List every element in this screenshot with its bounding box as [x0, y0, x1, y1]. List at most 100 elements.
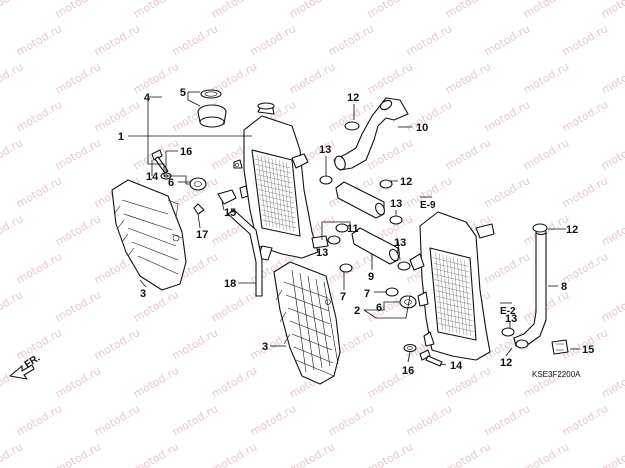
callout-13-left: 13: [316, 247, 328, 259]
callout-7-left: 7: [340, 291, 346, 303]
watermark-text: motod.ru: [209, 0, 259, 21]
watermark-text: motod.ru: [0, 212, 25, 248]
water-pipe-9: [351, 227, 399, 265]
watermark-text: motod.ru: [560, 22, 610, 58]
watermark-text: motod.ru: [0, 440, 25, 468]
callout-15-upper: 15: [224, 207, 236, 219]
watermark-text: motod.ru: [248, 402, 298, 438]
callout-1: 1: [118, 131, 124, 143]
watermark-text: motod.ru: [599, 212, 625, 248]
watermark-text: motod.ru: [443, 60, 493, 96]
diagram-code: KSE3F2200A: [532, 370, 581, 379]
watermark-text: motod.ru: [170, 326, 220, 362]
ref-e9: E-9: [420, 200, 436, 211]
callout-17: 17: [196, 229, 208, 241]
grommet-15-lower: [551, 339, 569, 355]
watermark-text: motod.ru: [0, 60, 25, 96]
watermark-text: motod.ru: [482, 250, 532, 286]
callout-12-mid: 12: [400, 176, 412, 188]
watermark-text: motod.ru: [560, 174, 610, 210]
radiator-shroud-left: [111, 179, 187, 291]
watermark-text: motod.ru: [404, 98, 454, 134]
watermark-text: motod.ru: [599, 364, 625, 400]
watermark-text: motod.ru: [53, 60, 103, 96]
watermark-text: motod.ru: [92, 98, 142, 134]
callout-8: 8: [561, 281, 567, 293]
callout-13-upper: 13: [319, 144, 331, 156]
watermark-text: motod.ru: [326, 22, 376, 58]
watermark-text: motod.ru: [131, 364, 181, 400]
watermark-text: motod.ru: [287, 0, 337, 21]
watermark-text: motod.ru: [287, 60, 337, 96]
callout-6-upper: 6: [168, 177, 174, 189]
leader-lines: [128, 91, 580, 366]
watermark-text: motod.ru: [599, 288, 625, 324]
upper-hose-10: [333, 97, 409, 171]
watermark-text: motod.ru: [365, 60, 415, 96]
watermark-text: motod.ru: [521, 440, 571, 468]
callout-3-lower: 3: [262, 341, 268, 353]
bolt-14-lower: [419, 349, 443, 367]
watermark-text: motod.ru: [209, 440, 259, 468]
radiator-lower: [409, 211, 495, 361]
watermark-text: motod.ru: [482, 98, 532, 134]
grommet-6-upper: [189, 177, 207, 191]
callout-12-lower: 12: [500, 357, 512, 369]
radiator-shroud-lower: [273, 261, 341, 385]
watermark-text: motod.ru: [599, 136, 625, 172]
watermark-text: motod.ru: [599, 440, 625, 468]
watermark-text: motod.ru: [0, 288, 25, 324]
watermark-text: motod.ru: [14, 174, 64, 210]
callout-16-lower: 16: [402, 365, 414, 377]
watermark-text: motod.ru: [92, 402, 142, 438]
watermark-text: motod.ru: [0, 136, 25, 172]
watermark-text: motod.ru: [365, 440, 415, 468]
watermark-text: motod.ru: [53, 136, 103, 172]
watermark-text: motod.ru: [287, 440, 337, 468]
callout-2: 2: [354, 305, 360, 317]
watermark-text: motod.ru: [521, 136, 571, 172]
clip-17: [193, 203, 205, 215]
radiator-shroud-lower-grille: [283, 269, 339, 377]
watermark-text: motod.ru: [521, 0, 571, 21]
watermark-text: motod.ru: [482, 22, 532, 58]
watermark-text: motod.ru: [14, 402, 64, 438]
watermark-text: motod.ru: [92, 22, 142, 58]
callout-9: 9: [368, 271, 374, 283]
callout-11: 11: [347, 223, 359, 235]
grommet-15-upper: [217, 185, 249, 205]
watermark-text: motod.ru: [92, 326, 142, 362]
callout-10: 10: [416, 122, 428, 134]
callout-16-upper: 16: [180, 146, 192, 158]
callout-7-right: 7: [364, 288, 370, 300]
callout-15-lower: 15: [582, 344, 594, 356]
watermark-text: motod.ru: [560, 402, 610, 438]
callout-13-right: 13: [394, 237, 406, 249]
watermark-text: motod.ru: [443, 0, 493, 21]
watermark-text: motod.ru: [404, 402, 454, 438]
watermark-text: motod.ru: [443, 440, 493, 468]
watermark-text: motod.ru: [53, 212, 103, 248]
watermark-text: motod.ru: [53, 288, 103, 324]
callout-3-left: 3: [140, 288, 146, 300]
watermark-text: motod.ru: [170, 22, 220, 58]
watermark-text: motod.ru: [560, 98, 610, 134]
watermark-text: motod.ru: [209, 288, 259, 324]
watermark-text: motod.ru: [404, 22, 454, 58]
watermark-text: motod.ru: [14, 22, 64, 58]
callout-13-lower: 13: [505, 313, 517, 325]
callout-labels: 4 5 1 16 14 6 15 17 3 18 3 12 10 13 12 1…: [118, 87, 594, 377]
watermark-text: motod.ru: [482, 174, 532, 210]
watermark-text: motod.ru: [14, 98, 64, 134]
watermark-text: motod.ru: [131, 60, 181, 96]
callout-6-lower: 6: [376, 302, 382, 314]
clamps-12-13: [319, 121, 548, 349]
watermark-text: motod.ru: [521, 60, 571, 96]
bolt-14-upper: [151, 149, 169, 174]
watermark-text: motod.ru: [482, 402, 532, 438]
watermark-text: motod.ru: [599, 0, 625, 21]
watermark-text: motod.ru: [599, 60, 625, 96]
ref-e2: E-2: [500, 306, 516, 317]
callout-12-top: 12: [347, 92, 359, 104]
